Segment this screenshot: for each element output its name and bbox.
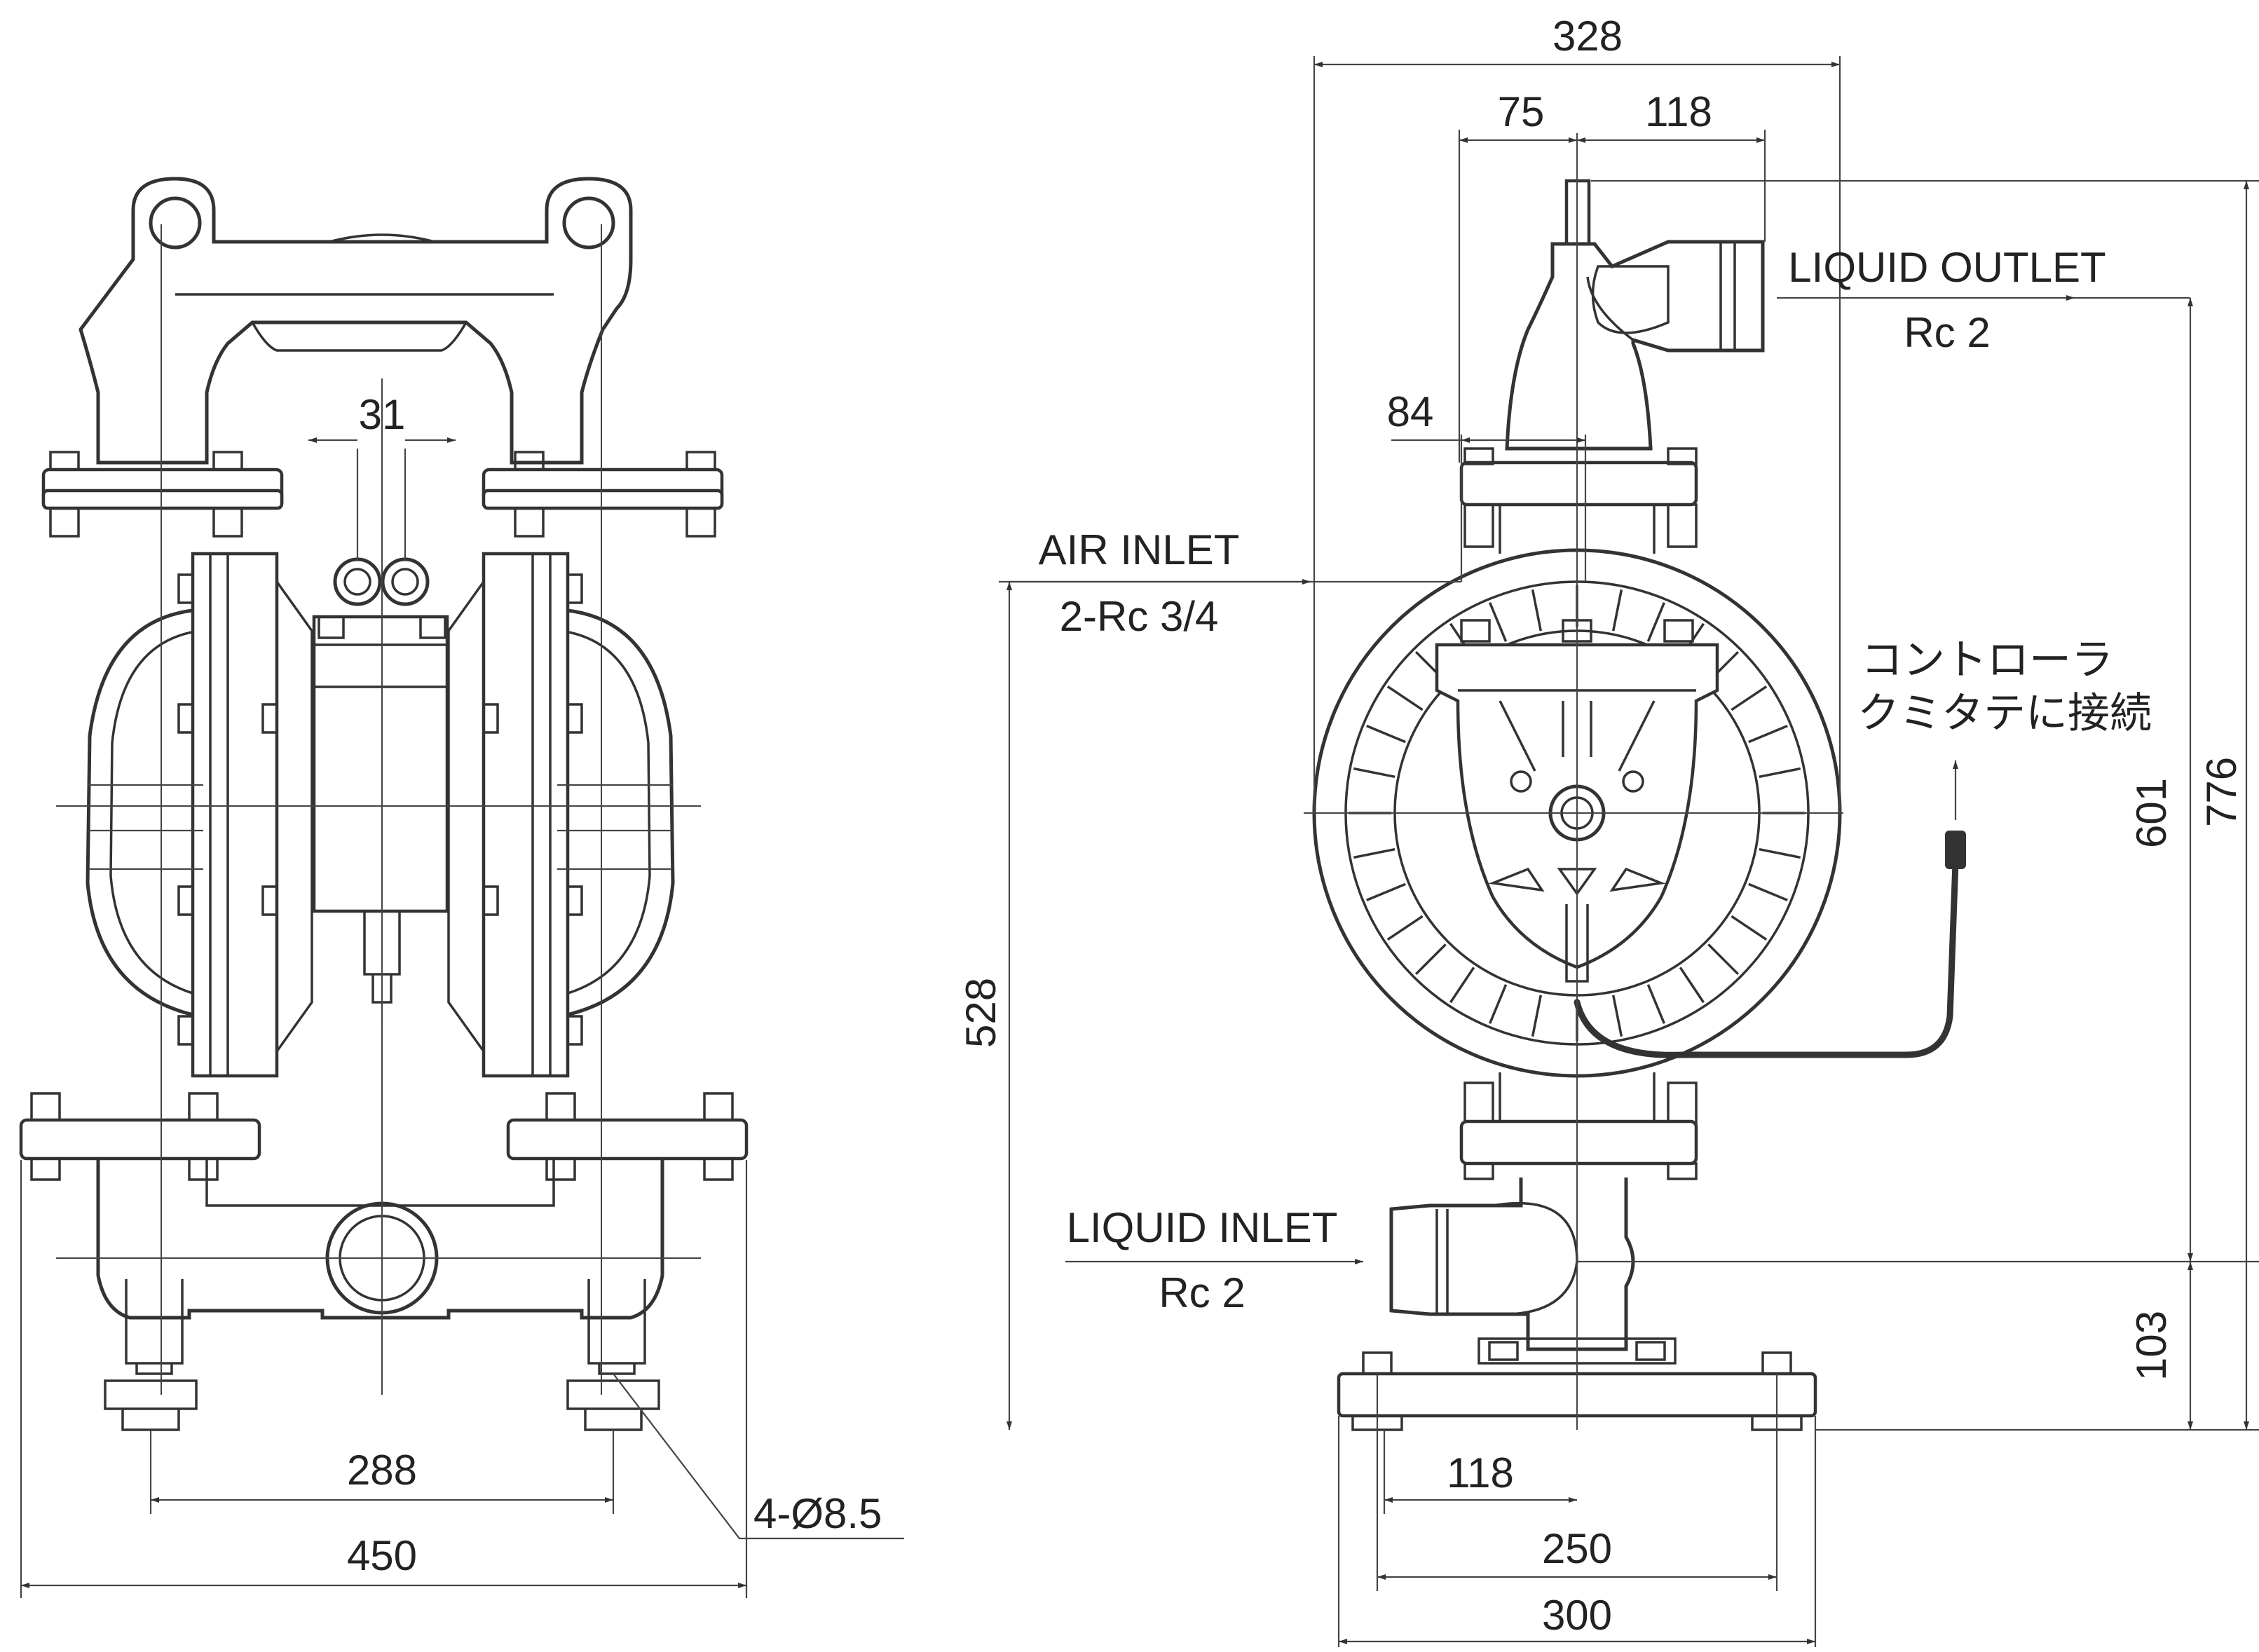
dim-base-hole-pitch: 250 — [1376, 1374, 1778, 1591]
dim-overall-width: 450 — [20, 1160, 748, 1598]
chamber-rib — [1646, 602, 1665, 642]
dim-anchor-pitch: 288 — [149, 1430, 615, 1514]
chamber-rib — [1748, 882, 1788, 901]
controller-label-line1: コントローラ — [1861, 636, 2113, 685]
dim-overall-depth-value: 328 — [1552, 13, 1623, 60]
side-controller-cable — [1574, 760, 1966, 1058]
dim-base-width-value: 300 — [1542, 1592, 1612, 1639]
chamber-rib — [1748, 725, 1788, 744]
front-center-lines — [56, 224, 701, 1395]
dim-air-inlet-height: 528 — [957, 580, 1461, 1430]
front-bottom-manifold — [19, 1092, 749, 1320]
dim-anchor-holes: 4-Ø8.5 — [613, 1373, 904, 1540]
chamber-rib — [1449, 967, 1475, 1004]
chamber-rib — [1679, 967, 1705, 1004]
liquid-inlet-label: LIQUID INLET — [1067, 1204, 1338, 1251]
chamber-rib — [1731, 685, 1768, 711]
air-inlet-size: 2-Rc 3/4 — [1060, 593, 1219, 640]
chamber-rib — [1386, 685, 1424, 711]
chamber-rib — [1353, 767, 1395, 779]
dim-air-inlet-height-value: 528 — [957, 978, 1004, 1048]
chamber-rib — [1489, 984, 1508, 1024]
dim-anchor-holes-value: 4-Ø8.5 — [753, 1490, 882, 1537]
air-inlet-callout: AIR INLET 2-Rc 3/4 — [1009, 526, 1311, 640]
liquid-outlet-callout: LIQUID OUTLET Rc 2 — [1777, 244, 2190, 356]
chamber-rib — [1414, 943, 1447, 976]
dim-inlet-height-value: 103 — [2128, 1311, 2175, 1381]
dim-outlet-offset-left-value: 75 — [1498, 88, 1545, 135]
dim-base-offset: 118 — [1383, 1430, 1577, 1514]
dim-base-offset-value: 118 — [1447, 1449, 1514, 1496]
dim-base-width: 300 — [1337, 1416, 1817, 1647]
chamber-rib — [1611, 589, 1623, 632]
side-outlet-section — [1459, 179, 1765, 554]
dim-outlet-height: 601 — [2128, 298, 2193, 1262]
front-air-port-right — [381, 557, 430, 606]
chamber-rib — [1731, 915, 1768, 941]
dim-outlet-height-value: 601 — [2128, 778, 2175, 848]
chamber-rib — [1759, 847, 1801, 859]
dim-outlet-offsets: 75 118 — [1458, 88, 1766, 463]
chamber-rib — [1353, 847, 1395, 859]
chamber-rib — [1707, 943, 1740, 976]
dim-anchor-pitch-value: 288 — [347, 1447, 417, 1494]
dim-outlet-offset-right-value: 118 — [1645, 88, 1712, 135]
chamber-rib — [1611, 995, 1623, 1037]
chamber-rib — [1646, 984, 1665, 1024]
side-view: 328 75 118 84 528 601 776 — [957, 13, 2259, 1647]
air-inlet-label: AIR INLET — [1039, 526, 1240, 573]
dim-overall-width-value: 450 — [347, 1532, 417, 1579]
chamber-rib — [1366, 882, 1406, 901]
liquid-inlet-size: Rc 2 — [1159, 1269, 1245, 1316]
controller-label-line2: クミタテに接続 — [1857, 689, 2152, 738]
chamber-rib — [1366, 725, 1406, 744]
front-foot-right — [566, 1279, 660, 1431]
dim-overall-height: 776 — [1591, 179, 2259, 1430]
chamber-rib — [1759, 767, 1801, 779]
front-right-chamber — [447, 552, 675, 1078]
chamber-rib — [1531, 995, 1543, 1037]
dim-air-inlet-offset: 84 — [1387, 388, 1587, 582]
front-foot-left — [104, 1279, 198, 1431]
dim-air-inlet-offset-value: 84 — [1387, 388, 1434, 435]
front-top-manifold — [79, 177, 633, 465]
dim-air-port-pitch-value: 31 — [359, 391, 406, 438]
front-left-chamber — [86, 552, 313, 1078]
dim-air-port-pitch: 31 — [308, 391, 456, 561]
controller-callout: コントローラ クミタテに接続 — [1857, 636, 2152, 738]
chamber-rib — [1386, 915, 1424, 941]
front-top-flanges — [41, 451, 724, 538]
dim-overall-height-value: 776 — [2198, 757, 2245, 827]
liquid-outlet-label: LIQUID OUTLET — [1788, 244, 2106, 291]
chamber-rib — [1489, 602, 1508, 642]
dim-overall-depth: 328 — [1313, 13, 1841, 813]
front-air-port-left — [333, 557, 382, 606]
liquid-outlet-size: Rc 2 — [1904, 309, 1990, 356]
dim-base-hole-pitch-value: 250 — [1542, 1525, 1612, 1572]
chamber-rib — [1531, 589, 1543, 632]
liquid-inlet-callout: LIQUID INLET Rc 2 — [1065, 1204, 1363, 1316]
front-view: 31 288 450 4-Ø8.5 — [19, 177, 904, 1598]
front-center-block — [312, 557, 449, 1023]
dim-inlet-height: 103 — [1577, 1260, 2259, 1431]
side-center-lines — [1304, 133, 1843, 1430]
